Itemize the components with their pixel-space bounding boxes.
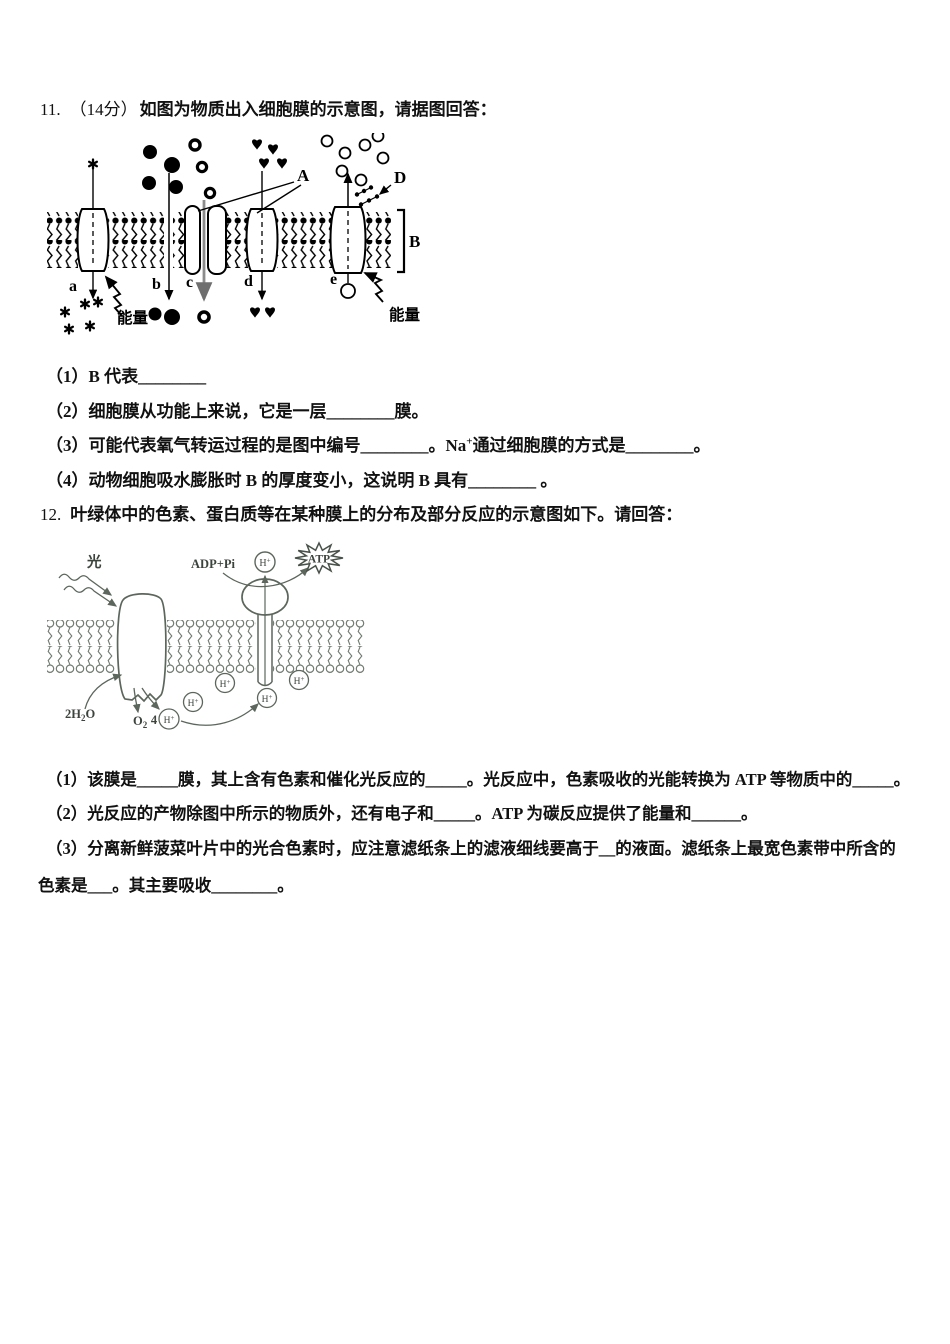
- energy-label-left: 能量: [117, 308, 149, 327]
- svg-text:D: D: [394, 168, 406, 187]
- h-ion: H+: [288, 669, 310, 691]
- q11-stem: 11. （14分）如图为物质出入细胞膜的示意图，请据图回答：: [40, 99, 497, 121]
- glycoprotein-chain: [354, 185, 380, 207]
- channel-protein-left: [184, 205, 201, 275]
- proton-path-arrow: [180, 703, 259, 726]
- h-ion: H+: [214, 672, 236, 694]
- process-labels: a b c d e: [69, 271, 337, 295]
- q11-stem-text: 如图为物质出入细胞膜的示意图，请据图回答：: [139, 100, 497, 119]
- q12-item-2: （2）光反应的产物除图中所示的物质外，还有电子和_____。ATP 为碳反应提供…: [46, 804, 758, 823]
- transport-e: 能量: [320, 133, 421, 324]
- q12-item-1: （1）该膜是_____膜，其上含有色素和催化光反应的_____。光反应中，色素吸…: [46, 770, 911, 789]
- transport-b: [142, 145, 183, 325]
- adp-pi-label: ADP+Pi: [191, 557, 235, 571]
- q11-number: 11.: [40, 100, 61, 119]
- thylakoid-lipid-bilayer: [47, 620, 365, 674]
- q11-item-3: （3）可能代表氧气转运过程的是图中编号________。Na+通过细胞膜的方式是…: [46, 435, 711, 455]
- q12-stem: 12. 叶绿体中的色素、蛋白质等在某种膜上的分布及部分反应的示意图如下。请回答：: [40, 504, 682, 526]
- label-a: a: [69, 278, 77, 295]
- energy-label-right: 能量: [389, 305, 421, 324]
- q11-item-2: （2）细胞膜从功能上来说，它是一层________膜。: [46, 402, 429, 421]
- svg-text:H+: H+: [164, 714, 175, 726]
- lipid-bilayer: [47, 210, 391, 272]
- q11-item-1: （1）B 代表________: [46, 367, 207, 386]
- q11-item-4: （4）动物细胞吸水膨胀时 B 的厚度变小，这说明 B 具有________ 。: [46, 471, 558, 490]
- light-label: 光: [86, 553, 102, 571]
- energy-bolt-a: [104, 275, 123, 317]
- o2-label: O2: [133, 714, 148, 730]
- q12-item-3-line2: 色素是___。其主要吸收________。: [38, 876, 294, 895]
- svg-text:H+: H+: [259, 557, 270, 570]
- q12-item-3-line1: （3）分离新鲜菠菜叶片中的光合色素时，应注意滤纸条上的滤液细线要高于__的液面。…: [46, 839, 896, 858]
- svg-text:H+: H+: [220, 678, 231, 690]
- label-e: e: [330, 271, 337, 288]
- svg-text:A: A: [297, 166, 310, 185]
- atp-starburst: [294, 541, 344, 575]
- proton-ions: H+ H+ H+ H+ H+ 4 H+: [151, 551, 310, 730]
- svg-text:H+: H+: [188, 697, 199, 709]
- atp-synthase: [241, 574, 289, 687]
- q12-number: 12.: [40, 505, 62, 524]
- label-A: A: [197, 166, 310, 214]
- label-b: b: [152, 276, 161, 293]
- photosystem-protein: [116, 593, 167, 703]
- water-splitting: 2H2O O2: [65, 673, 259, 730]
- membrane-transport-diagram: 能量: [47, 133, 421, 335]
- svg-text:4: 4: [151, 713, 158, 727]
- svg-text:H+: H+: [262, 693, 273, 705]
- light-rays: 光: [58, 553, 118, 607]
- atp-synthesis: ADP+Pi ATP: [191, 541, 344, 588]
- label-d: d: [244, 273, 253, 290]
- thylakoid-membrane-diagram: 光 ADP+Pi ATP H+: [47, 541, 365, 730]
- na-superscript: +: [466, 435, 473, 448]
- h-ion: H+: [182, 691, 204, 713]
- atp-label: ATP: [308, 554, 330, 566]
- membrane-thickness-bracket: B: [397, 208, 420, 274]
- h-ion-top: H+: [254, 551, 276, 573]
- transport-a: 能量: [59, 158, 149, 335]
- h-ion: H+: [256, 687, 278, 709]
- channel-protein-right: [207, 205, 227, 275]
- label-B: B: [409, 232, 420, 251]
- transport-c: [188, 138, 217, 324]
- label-D: D: [354, 168, 406, 207]
- q11-score: （14分）: [69, 100, 138, 119]
- label-c: c: [186, 274, 193, 291]
- h2o-label: 2H2O: [65, 707, 95, 723]
- svg-text:H+: H+: [294, 675, 305, 687]
- protein-channel-dashes: [92, 211, 349, 269]
- energy-bolt-e: [363, 272, 384, 303]
- q12-stem-text: 叶绿体中的色素、蛋白质等在某种膜上的分布及部分反应的示意图如下。请回答：: [70, 505, 683, 524]
- four-h-ion: 4 H+: [151, 708, 180, 730]
- transport-d: [250, 139, 287, 318]
